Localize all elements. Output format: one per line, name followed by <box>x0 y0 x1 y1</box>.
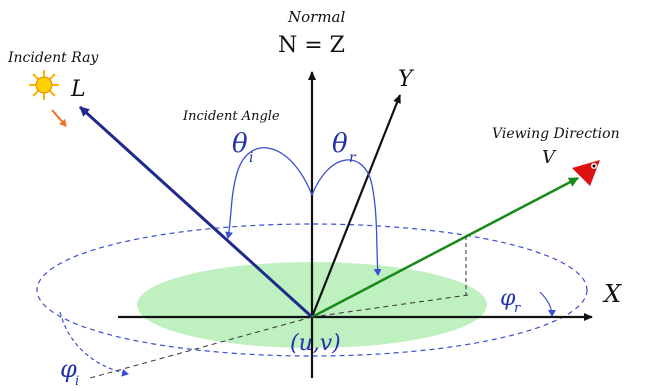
y-label: Y <box>398 67 415 92</box>
svg-text:θ: θ <box>232 129 248 159</box>
svg-text:θ: θ <box>332 129 348 159</box>
theta-r-label: θ r <box>332 129 357 166</box>
sun-icon <box>29 70 59 100</box>
x-label: X <box>602 280 622 308</box>
hemisphere-dashed-ellipse <box>36 223 588 357</box>
origin-label: (u,v) <box>290 331 341 356</box>
phi-i-arc <box>59 311 129 377</box>
incident-ray-line <box>78 105 314 319</box>
viewing-ray-line <box>311 176 579 319</box>
incident-projection-dashed <box>89 316 313 379</box>
phi-r-label: φ r <box>500 286 521 316</box>
y-axis <box>310 94 402 318</box>
svg-text:φ: φ <box>60 355 77 383</box>
svg-text:i: i <box>75 374 79 389</box>
svg-text:i: i <box>249 150 253 166</box>
viewing-direction-label: Viewing Direction <box>492 126 620 142</box>
l-label: L <box>70 77 86 102</box>
phi-r-arc <box>539 291 556 317</box>
svg-text:r: r <box>514 301 521 316</box>
sun-arrow-icon <box>51 109 67 127</box>
eye-icon <box>572 160 600 186</box>
theta-i-arc <box>225 147 313 239</box>
incident-ray-label: Incident Ray <box>7 50 99 66</box>
v-label: V <box>542 147 557 168</box>
phi-i-label: φ i <box>60 355 79 389</box>
normal-equation: N = Z <box>278 33 345 58</box>
theta-i-label: θ i <box>232 129 253 166</box>
theta-r-arc <box>311 159 382 276</box>
normal-label: Normal <box>287 8 345 26</box>
svg-text:r: r <box>349 150 357 166</box>
incident-angle-label: Incident Angle <box>182 109 280 124</box>
svg-text:φ: φ <box>500 286 516 311</box>
